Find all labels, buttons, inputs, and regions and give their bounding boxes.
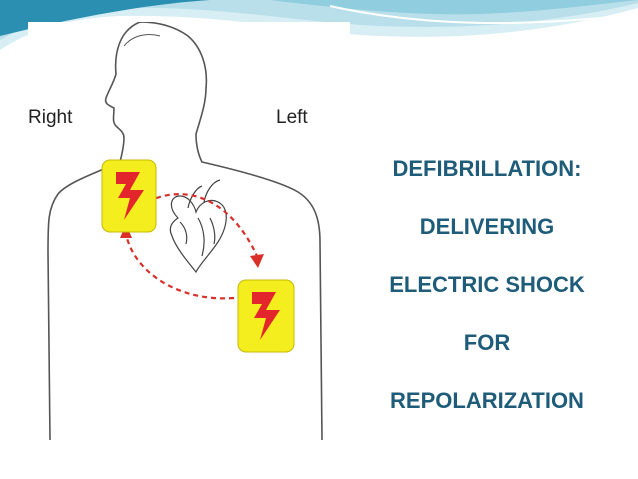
human-torso-outline	[48, 22, 322, 440]
electrode-pad-left	[238, 280, 294, 352]
arrowhead-down	[250, 254, 264, 268]
label-left: Left	[276, 107, 308, 129]
title-line-5: REPOLARIZATION	[352, 372, 622, 430]
label-right: Right	[28, 107, 72, 129]
electrode-pad-right	[102, 160, 156, 232]
dashed-arrow-upper	[140, 194, 258, 258]
title-line-2: DELIVERING	[352, 198, 622, 256]
defibrillation-diagram: Right Left	[28, 22, 350, 440]
heart-icon	[170, 180, 226, 272]
slide-title: DEFIBRILLATION: DELIVERING ELECTRIC SHOC…	[352, 140, 622, 430]
title-line-3: ELECTRIC SHOCK	[352, 256, 622, 314]
torso-illustration	[28, 22, 350, 440]
title-line-1: DEFIBRILLATION:	[352, 140, 622, 198]
dashed-arrow-lower	[126, 234, 234, 298]
title-line-4: FOR	[352, 314, 622, 372]
